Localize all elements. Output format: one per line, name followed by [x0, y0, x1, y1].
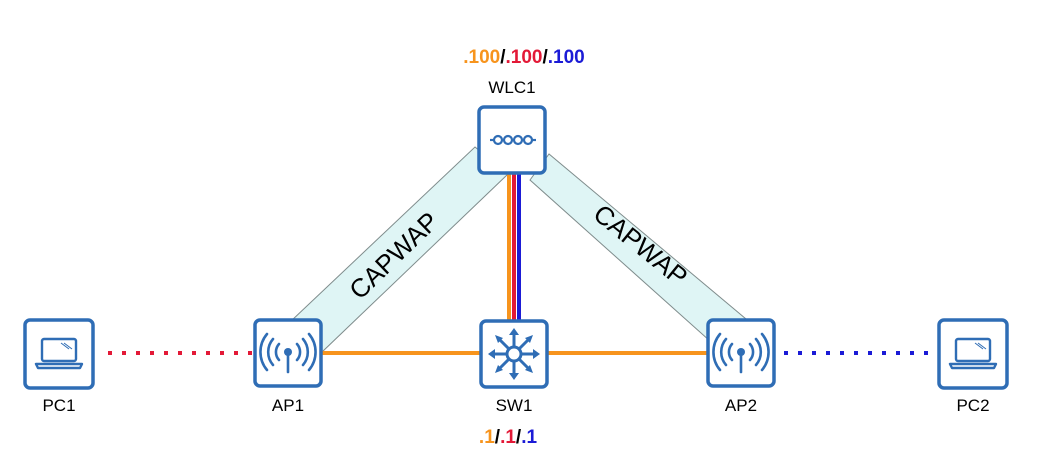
- pc1-device[interactable]: [23, 318, 95, 390]
- wlc1-ip-blue: .100: [548, 47, 585, 68]
- ap2-label: AP2: [725, 396, 757, 415]
- pc1-box: [23, 318, 95, 390]
- laptop-icon: [34, 337, 84, 370]
- ap1-label: AP1: [272, 396, 304, 415]
- wlc1-ip-label: .100/.100/.100: [463, 47, 585, 68]
- pc2-device[interactable]: [937, 318, 1009, 390]
- sw1-device[interactable]: [479, 319, 549, 389]
- wlc1-ip-red: .100: [506, 47, 543, 68]
- pc2-label: PC2: [956, 396, 989, 415]
- sw1-ip-sep2: /: [516, 427, 522, 448]
- wlc1-label: WLC1: [488, 78, 535, 97]
- sw1-ip-sep1: /: [495, 427, 501, 448]
- sw1-ip-orange: .1: [479, 427, 495, 448]
- switch-icon: [488, 328, 540, 380]
- pc2-box: [937, 318, 1009, 390]
- sw1-label: SW1: [496, 396, 533, 415]
- pc1-label: PC1: [42, 396, 75, 415]
- wlc1-ip-sep1: /: [500, 47, 506, 68]
- sw1-ip-blue: .1: [521, 427, 537, 448]
- access-point-icon: [712, 332, 770, 374]
- wlc1-ip-orange: .100: [463, 47, 500, 68]
- laptop-icon: [948, 337, 998, 370]
- access-point-icon: [259, 332, 317, 374]
- wlc1-device[interactable]: [477, 105, 547, 175]
- sw1-ip-label: .1/.1/.1: [479, 427, 538, 448]
- capwap-label-left: CAPWAP: [343, 206, 444, 305]
- ap1-device[interactable]: [253, 318, 323, 388]
- wlc1-ip-sep2: /: [542, 47, 548, 68]
- wlc-icon: [490, 134, 536, 146]
- sw1-ip-red: .1: [500, 427, 516, 448]
- ap2-device[interactable]: [706, 318, 776, 388]
